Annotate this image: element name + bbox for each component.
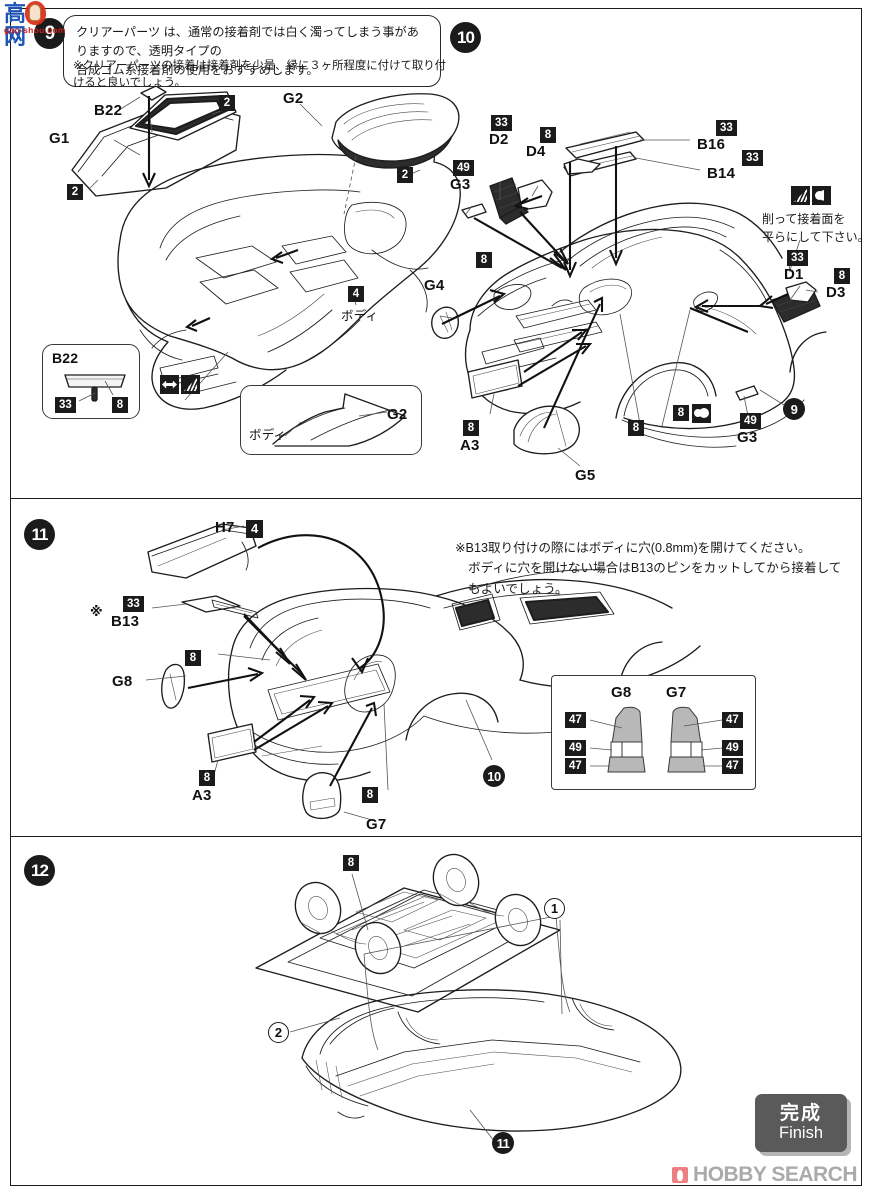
part-label-g3-right: G3 (737, 429, 758, 446)
part-label-h7: H7 (215, 519, 235, 536)
half-circle-icon (812, 186, 831, 205)
part-label-d1: D1 (784, 266, 804, 283)
part-label-a3-step11: A3 (192, 787, 212, 804)
finish-badge-en: Finish (778, 1124, 823, 1143)
callout-step-9-ref: 9 (783, 398, 805, 420)
file-icon (181, 375, 200, 394)
paint-chip-8-left: 8 (476, 252, 492, 268)
finish-badge: 完成 Finish (755, 1094, 847, 1152)
paint-chip-4-h7: 4 (246, 520, 264, 538)
hobbysearch-logo-icon (672, 1167, 689, 1183)
b22-detail-title: B22 (52, 350, 79, 366)
watermark-gaoshou: 高 网 gao-shou.com (4, 1, 68, 49)
b13-hole-note-line2: ボディに穴を開けない場合はB13のピンをカットしてから接着して (468, 561, 842, 576)
paint-guide-g7-chip-bottom: 47 (722, 758, 743, 774)
watermark-hobbysearch: HOBBY SEARCH (672, 1163, 857, 1187)
paint-chip-2-b: 2 (397, 167, 413, 183)
part-label-d4: D4 (526, 143, 546, 160)
paint-chip-33-d1: 33 (787, 250, 808, 266)
watermark-gaoshou-cjk: 高 网 (4, 1, 32, 49)
callout-two-step12: 2 (268, 1022, 289, 1043)
paint-guide-label-g7: G7 (666, 684, 687, 701)
b22-detail-chip-8: 8 (112, 397, 128, 413)
part-label-b14: B14 (707, 165, 736, 182)
callout-eleven-step12: 11 (492, 1132, 514, 1154)
paint-chip-8-d4: 8 (540, 127, 556, 143)
file-icon (791, 186, 810, 205)
g2-detail-body-jp: ボディ (249, 428, 287, 442)
b22-detail-box: B22 33 8 (42, 344, 140, 419)
divider-step12 (10, 836, 862, 837)
thumbs-up-icon (29, 4, 41, 21)
part-label-b16: B16 (697, 136, 726, 153)
paint-chip-49-g3-right: 49 (740, 413, 761, 429)
clear-parts-note: クリアーパーツ は、通常の接着剤では白く濁ってしまう事がありますので、透明タイプ… (63, 15, 441, 87)
callout-one-step12: 1 (544, 898, 565, 919)
b13-hole-note-line3: もよいでしょう。 (468, 581, 568, 596)
paint-chip-33-b13: 33 (123, 596, 144, 612)
paint-chip-8-a3-step11: 8 (199, 770, 215, 786)
paint-chip-8-step12: 8 (343, 855, 359, 871)
sanding-note: 削って接着面を 平らにして下さい。 (762, 210, 872, 246)
g2-detail-box: ボディ G2 (240, 385, 422, 455)
part-label-d3: D3 (826, 284, 846, 301)
paint-chip-8-g8: 8 (185, 650, 201, 666)
sanding-note-line2: 平らにして下さい。 (762, 230, 870, 244)
cut-icon (160, 375, 179, 394)
paint-chip-8-d3: 8 (834, 268, 850, 284)
g2-detail-label-g2: G2 (387, 406, 408, 423)
step-number-12: 12 (24, 855, 55, 886)
clear-parts-note-line1: クリアーパーツ は、通常の接着剤では白く濁ってしまう事がありますので、透明タイプ… (76, 25, 419, 58)
part-label-g4: G4 (424, 277, 445, 294)
paint-chip-8-lower: 8 (673, 405, 689, 421)
sanding-note-line1: 削って接着面を (762, 212, 846, 226)
paint-chip-8-a3: 8 (463, 420, 479, 436)
part-label-a3-step10: A3 (460, 437, 480, 454)
step-number-9: 9 (34, 18, 65, 49)
paint-guide-g7-chip-top: 47 (722, 712, 743, 728)
tool-icon-set-step10-lower (692, 404, 711, 423)
paint-guide-g8-chip-mid: 49 (565, 740, 586, 756)
clear-parts-subnote: ※クリアーパーツの接着は接着剤を少量、縁に３ヶ所程度に付けて取り付けると良いでし… (73, 60, 447, 90)
part-label-body-jp: ボディ (341, 309, 379, 323)
paint-guide-box: G8 G7 47 49 47 47 49 47 (551, 675, 756, 790)
asterisk-mark-b13: ※ (90, 604, 103, 619)
paint-chip-49-g3-left: 49 (453, 160, 474, 176)
part-label-g2-top: G2 (283, 90, 304, 107)
tool-icon-set-step9 (160, 375, 200, 394)
paint-guide-g8-chip-top: 47 (565, 712, 586, 728)
part-label-b22: B22 (94, 102, 123, 119)
part-label-g8: G8 (112, 673, 133, 690)
step-number-10: 10 (450, 22, 481, 53)
step-number-11: 11 (24, 519, 55, 550)
tool-icon-set-step10-note (791, 186, 831, 205)
callout-step-10-ref: 10 (483, 765, 505, 787)
watermark-hobbysearch-text: HOBBY SEARCH (693, 1163, 857, 1186)
b13-hole-note: ※B13取り付けの際にはボディに穴(0.8mm)を開けてください。 ボディに穴を… (455, 538, 855, 599)
part-label-g3-left: G3 (450, 176, 471, 193)
paint-chip-33-b16: 33 (716, 120, 737, 136)
paint-guide-g7-chip-mid: 49 (722, 740, 743, 756)
clear-parts-note-line2: 合成ゴム系接着剤の使用をおすすめします。 (76, 62, 319, 77)
watermark-gaoshou-domain: gao-shou.com (4, 25, 66, 35)
divider-step11 (10, 498, 862, 499)
b22-detail-chip-33: 33 (55, 397, 76, 413)
half-circle-icon (692, 404, 711, 423)
paint-chip-33-b14: 33 (742, 150, 763, 166)
part-label-g1: G1 (49, 130, 70, 147)
part-label-d2: D2 (489, 131, 509, 148)
finish-badge-jp: 完成 (779, 1102, 822, 1124)
part-label-g5: G5 (575, 467, 596, 484)
paint-chip-2-c: 2 (67, 184, 83, 200)
paint-chip-4-body: 4 (348, 286, 364, 302)
paint-chip-2-a: 2 (219, 95, 235, 111)
paint-chip-8-g7: 8 (362, 787, 378, 803)
paint-chip-33-d2: 33 (491, 115, 512, 131)
b13-hole-note-line1: ※B13取り付けの際にはボディに穴(0.8mm)を開けてください。 (455, 541, 811, 555)
part-label-b13: B13 (111, 613, 140, 630)
part-label-g7: G7 (366, 816, 387, 833)
paint-chip-8-mid: 8 (628, 420, 644, 436)
paint-guide-g8-chip-bottom: 47 (565, 758, 586, 774)
paint-guide-label-g8: G8 (611, 684, 632, 701)
